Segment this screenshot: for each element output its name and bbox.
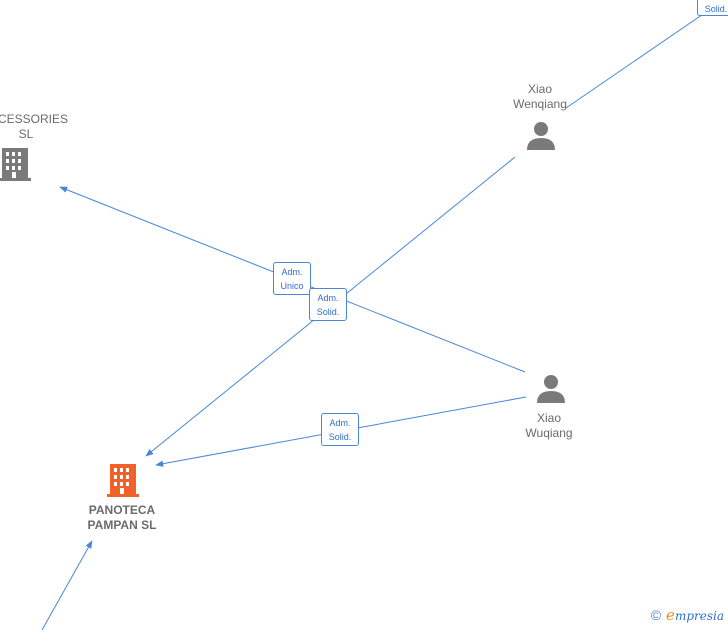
panoteca-name-line1: PANOTECA [88,503,156,517]
xiao-wuqiang-person-icon[interactable] [537,375,565,403]
empresia-watermark: © empresia [651,606,724,624]
panoteca-company-label[interactable]: PANOTECA PAMPAN SL [72,503,172,533]
panoteca-building-icon[interactable] [107,464,139,497]
edge-badge-adm-unico-line1: Adm. [281,267,303,277]
accessories-company-name-line2: SL [18,127,34,141]
edge-badge-adm-solid-lower-line2: Solid. [328,432,352,442]
xiao-wuqiang-name-line1: Xiao [536,411,562,425]
xiao-wenqiang-name-line2: Wenqiang [513,97,567,111]
empresia-logo: empresia [666,606,724,624]
edge-badge-adm-solid-center-line1: Adm. [317,293,339,303]
copyright-icon: © [650,607,662,623]
xiao-wenqiang-label[interactable]: Xiao Wenqiang [504,82,576,112]
edge-badge-adm-solid-lower-line1: Adm. [329,418,351,428]
panoteca-name-line2: PAMPAN SL [87,518,157,532]
edge-badge-adm-unico[interactable]: Adm. Unico [273,262,311,295]
xiao-wuqiang-label[interactable]: Xiao Wuqiang [513,411,585,441]
accessories-company-label[interactable]: CESSORIES SL [0,112,69,142]
edge-badge-top-right-text: Solid. [704,4,728,14]
accessories-building-icon[interactable] [0,148,31,181]
edge-wenqiang-topright [565,7,713,109]
xiao-wenqiang-name-line1: Xiao [527,82,553,96]
edge-badge-adm-unico-line2: Unico [280,281,304,291]
accessories-company-name-line1: CESSORIES [0,112,69,126]
xiao-wenqiang-person-icon[interactable] [527,122,555,150]
edge-badge-adm-solid-center-line2: Solid. [316,307,340,317]
edge-badge-adm-solid-center[interactable]: Adm. Solid. [309,288,347,321]
edge-badge-top-right[interactable]: Solid. [697,0,728,16]
edge-bottom-panoteca [41,540,93,630]
xiao-wuqiang-name-line2: Wuqiang [525,426,573,440]
edge-badge-adm-solid-lower[interactable]: Adm. Solid. [321,413,359,446]
